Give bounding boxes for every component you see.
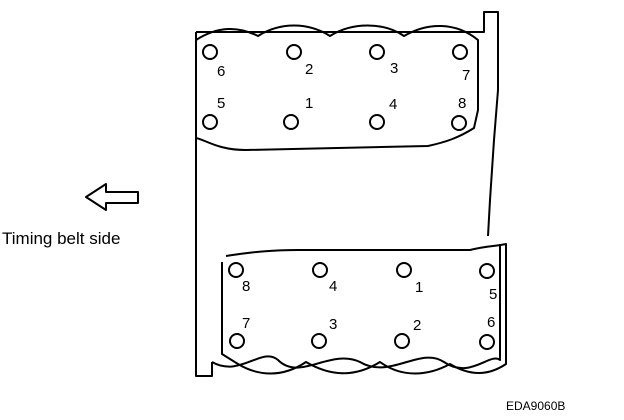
- upper-top-num-4: 7: [462, 67, 470, 84]
- bolt-upper-2: [286, 44, 302, 60]
- bolt-upper-4: [369, 114, 385, 130]
- upper-bottom-num-1: 5: [217, 95, 225, 112]
- bolt-upper-7: [452, 44, 468, 60]
- bolt-lower-8: [228, 262, 244, 278]
- bolt-lower-7: [229, 333, 245, 349]
- upper-top-num-3: 3: [390, 60, 398, 77]
- lower-cam-cap-outline: [221, 243, 507, 375]
- lower-bottom-num-1: 7: [242, 315, 250, 332]
- lower-bottom-num-4: 6: [487, 314, 495, 331]
- bolt-lower-6: [479, 334, 495, 350]
- bolt-lower-4: [312, 262, 328, 278]
- bolt-lower-1: [396, 262, 412, 278]
- upper-cam-cap-outline: [195, 24, 479, 151]
- bolt-upper-5: [202, 114, 218, 130]
- upper-top-num-2: 2: [305, 61, 313, 78]
- upper-bottom-num-3: 4: [389, 96, 397, 113]
- cylinder-head-outline: [195, 11, 501, 377]
- timing-belt-side-label: Timing belt side: [2, 229, 121, 248]
- lower-top-num-2: 4: [329, 278, 337, 295]
- bolt-lower-2: [394, 333, 410, 349]
- upper-bottom-num-4: 8: [458, 95, 466, 112]
- lower-top-num-4: 5: [489, 286, 497, 303]
- bolt-upper-8: [451, 115, 467, 131]
- lower-top-num-3: 1: [415, 279, 423, 296]
- upper-bottom-num-2: 1: [305, 95, 313, 112]
- lower-bottom-num-2: 3: [329, 316, 337, 333]
- upper-top-num-1: 6: [217, 63, 225, 80]
- bolt-upper-1: [283, 114, 299, 130]
- figure-code: EDA9060B: [506, 399, 566, 413]
- arrow-left-outline-icon: [85, 183, 139, 211]
- bolt-upper-6: [202, 44, 218, 60]
- bolt-lower-3: [311, 333, 327, 349]
- bolt-lower-5: [479, 263, 495, 279]
- bolt-upper-3: [369, 44, 385, 60]
- lower-top-num-1: 8: [242, 278, 250, 295]
- lower-bottom-num-3: 2: [413, 317, 421, 334]
